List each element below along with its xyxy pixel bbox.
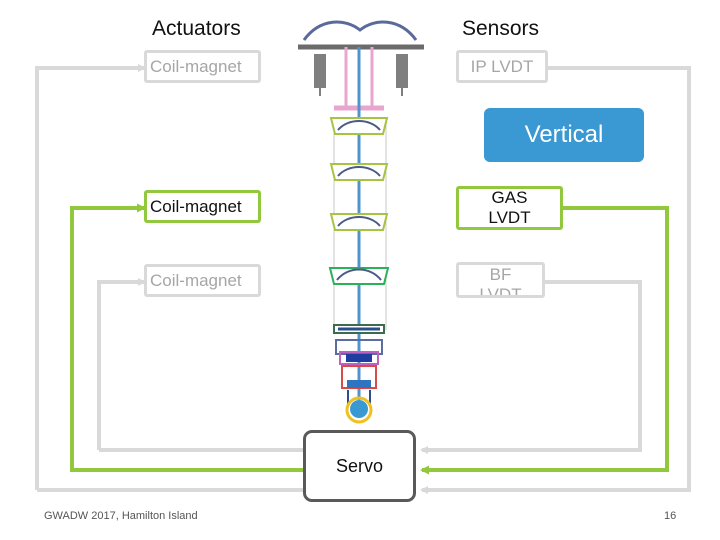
- footer-credit: GWADW 2017, Hamilton Island: [44, 510, 198, 522]
- bf-actuator-box: Coil-magnet: [144, 264, 261, 297]
- actuators-heading: Actuators: [152, 17, 241, 40]
- ip-actuator-box: Coil-magnet: [144, 50, 261, 83]
- sensors-heading: Sensors: [462, 17, 540, 40]
- bf-actuator-label: Coil-magnet: [150, 270, 242, 290]
- gas-sensor-box: GAS LVDT: [456, 186, 563, 230]
- bf-sensor-label-line2: LVDT: [479, 285, 522, 298]
- ip-sensor-box: IP LVDT: [456, 50, 548, 83]
- page-number: 16: [664, 510, 677, 522]
- gas-feedback-loop: [70, 203, 669, 475]
- servo-label: Servo: [335, 455, 384, 476]
- ip-sensor-label: IP LVDT: [470, 56, 534, 76]
- gas-actuator-label: Coil-magnet: [150, 196, 242, 216]
- bf-feedback-loop: [97, 278, 642, 454]
- gas-actuator-box: Coil-magnet: [144, 190, 261, 223]
- gas-sensor-label-line2: LVDT: [488, 208, 531, 227]
- bf-sensor-box: BF LVDT: [456, 262, 545, 298]
- servo-box: Servo: [303, 430, 416, 502]
- ip-actuator-label: Coil-magnet: [150, 56, 242, 76]
- gas-sensor-label-line1: GAS: [491, 188, 528, 207]
- bf-sensor-label-line1: BF: [489, 265, 512, 284]
- ip-feedback-loop: [35, 64, 691, 494]
- pendulum-chain-icon: [298, 20, 424, 424]
- vertical-badge: Vertical: [484, 108, 644, 162]
